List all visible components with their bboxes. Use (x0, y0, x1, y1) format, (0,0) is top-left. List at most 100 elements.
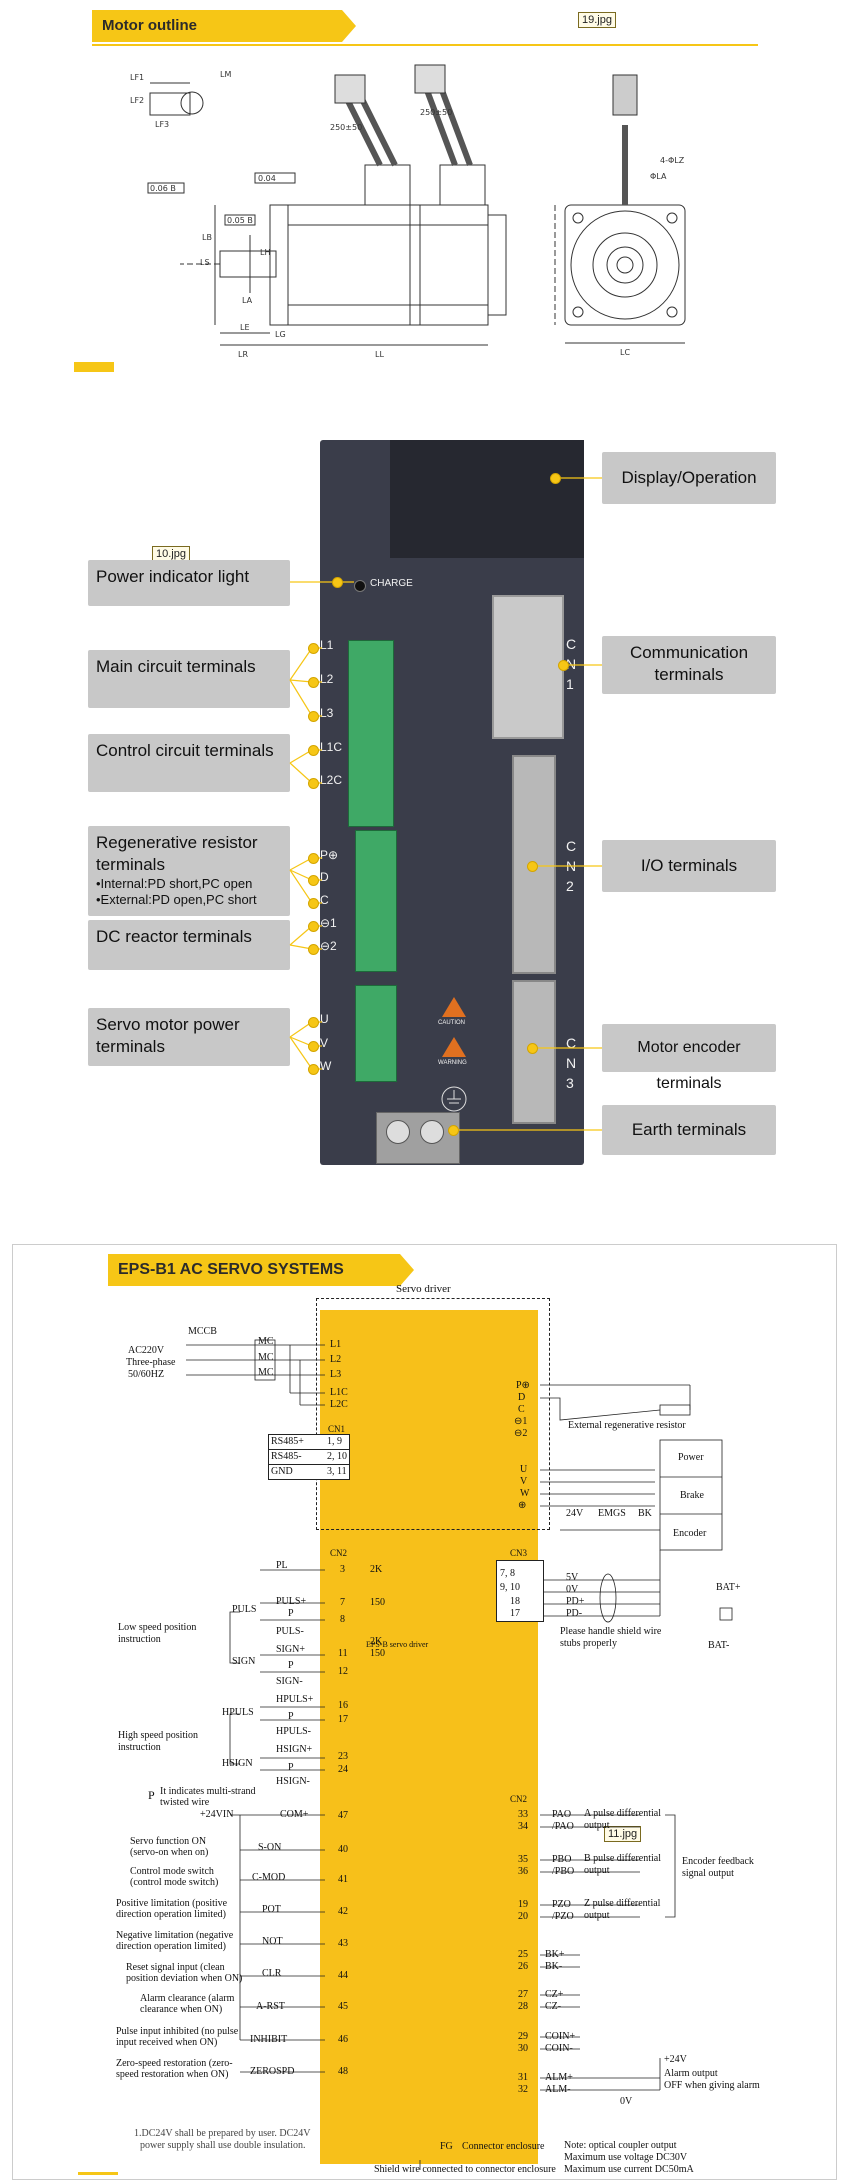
puls-plus-pin: 7 (340, 1597, 345, 1608)
cn3-3: 3 (566, 1075, 574, 1091)
foot-right-1: Note: optical coupler output (564, 2140, 677, 2151)
out-bk-pin1: 25 (518, 1949, 528, 1960)
uvw-pe: ⊕ (518, 1500, 527, 1511)
warning-label: WARNING (438, 1060, 467, 1066)
term-l3: L3 (320, 706, 334, 720)
eps-note: EPS-B servo driver (366, 1640, 429, 1649)
in-sig-arst: A-RST (256, 2001, 285, 2012)
in-sig-zerospd: ZEROSPD (250, 2066, 295, 2077)
dim-lm: LM (220, 70, 231, 79)
twisted-note-1: It indicates multi-strand (160, 1786, 256, 1797)
dim-ls: LS (200, 258, 210, 267)
regen-internal-text: •Internal:PD short,PC open (96, 876, 253, 891)
connector-enclosure: Connector enclosure (462, 2141, 545, 2152)
sign-minus-pin: 12 (338, 1666, 348, 1677)
in-pin-son: 40 (338, 1844, 348, 1855)
motor-brake: Brake (680, 1490, 704, 1501)
in-pin-clr: 44 (338, 1970, 348, 1981)
cn1-c: C (566, 636, 577, 652)
term-v: V (320, 1036, 329, 1050)
tol-2: 0.04 (258, 174, 276, 183)
regen-resistor-label: Regenerative resistor terminals •Interna… (88, 826, 290, 916)
enc-a-desc2: output (584, 1820, 610, 1831)
in-sig-inhibit: INHIBIT (250, 2034, 288, 2045)
cn3-sig-3: PD+ (566, 1596, 585, 1607)
power-indicator-label: Power indicator light (88, 560, 290, 606)
section3-end-marker (78, 2172, 118, 2175)
in-desc-zerospd-1: Zero-speed restoration (zero- (116, 2058, 233, 2069)
puls-minus: PULS- (276, 1626, 304, 1637)
dot-cn1 (558, 660, 569, 671)
pt-l2c: L2C (330, 1399, 348, 1410)
dot-earth (448, 1125, 459, 1136)
out-coin-sig1: COIN+ (545, 2031, 576, 2042)
motor-encoder-text: Motor encoder terminals (637, 1039, 741, 1092)
supply-line2: Three-phase (126, 1357, 176, 1368)
in-desc-zerospd-2: speed restoration when ON) (116, 2069, 229, 2080)
high-speed-2: instruction (118, 1742, 161, 1753)
out-cz-pin1: 27 (518, 1989, 528, 2000)
sign-plus-pin: 11 (338, 1648, 348, 1659)
motor-encoder-label: Motor encoder terminals (602, 1024, 776, 1092)
pt-l2: L2 (330, 1354, 342, 1365)
com-24vin: +24VIN (200, 1809, 234, 1820)
term-u: U (320, 1012, 329, 1026)
cn1-n: N (566, 656, 577, 672)
in-desc-cmod-1: Control mode switch (130, 1866, 214, 1877)
main-circuit-label: Main circuit terminals (88, 650, 290, 708)
enc-a-desc1: A pulse differential (584, 1808, 662, 1819)
hsign-minus-pin: 24 (338, 1764, 348, 1775)
foot-left-1: 1.DC24V shall be prepared by user. DC24V (134, 2128, 311, 2139)
out-alm-sig2: ALM- (545, 2084, 571, 2095)
dim-phi-la: ΦLA (650, 172, 667, 181)
brake-emgs: EMGS (598, 1508, 626, 1519)
alarm-24v: +24V (664, 2054, 687, 2065)
dot-p (308, 853, 319, 864)
term-n1: ⊖1 (320, 916, 337, 930)
ext-resistor-label: External regenerative resistor (568, 1420, 686, 1431)
puls-input: PULS (232, 1604, 257, 1615)
in-pin-inhibit: 46 (338, 2034, 348, 2045)
hpuls-minus: HPULS- (276, 1726, 312, 1737)
rs-sig-2: RS485- (271, 1451, 302, 1462)
dot-u (308, 1017, 319, 1028)
in-desc-pot-1: Positive limitation (positive (116, 1898, 228, 1909)
brake-bk: BK (638, 1508, 652, 1519)
in-sig-not: NOT (262, 1936, 283, 1947)
cn3-pin-2: 9, 10 (500, 1582, 520, 1593)
hsign-minus: HSIGN- (276, 1776, 310, 1787)
supply-line3: 50/60HZ (128, 1369, 165, 1380)
out-cz-pin2: 28 (518, 2001, 528, 2012)
regen-terminal-block (355, 830, 397, 972)
out-bk-sig1: BK+ (545, 1949, 565, 1960)
dot-l1c (308, 745, 319, 756)
foot-right-2: Maximum use voltage DC30V (564, 2152, 688, 2163)
out-coin-pin2: 30 (518, 2043, 528, 2054)
ground-symbol-icon (441, 1086, 467, 1112)
enc-z-pin2: 20 (518, 1911, 528, 1922)
section1-rule (92, 44, 758, 46)
section1-end-marker (74, 362, 114, 372)
pl-2k: 2K (370, 1564, 383, 1575)
regen-external-text: •External:PD open,PC short (96, 892, 257, 907)
p-mark-4: P (288, 1762, 294, 1773)
rt-c: C (518, 1404, 525, 1415)
sign-minus: SIGN- (276, 1676, 303, 1687)
rt-n1: ⊖1 (514, 1416, 528, 1427)
charge-led (354, 580, 366, 592)
pt-l1c: L1C (330, 1387, 348, 1398)
communication-text: Communication terminals (629, 643, 749, 684)
hpuls-input: HPULS (222, 1707, 254, 1718)
cn3-label: CN3 (510, 1548, 528, 1558)
cn2-2: 2 (566, 878, 574, 894)
display-operation-text: Display/Operation (621, 468, 757, 487)
puls-150: 150 (370, 1597, 385, 1608)
in-pin-pot: 42 (338, 1906, 348, 1917)
dot-c (308, 898, 319, 909)
in-desc-inhibit-2: input received when ON) (116, 2037, 218, 2048)
com-pin: 47 (338, 1810, 348, 1821)
cn3-sig-4: PD- (566, 1608, 583, 1619)
cn2-right-label: CN2 (510, 1794, 528, 1804)
dim-lh: LH (260, 248, 270, 257)
twisted-p: P (148, 1788, 155, 1802)
